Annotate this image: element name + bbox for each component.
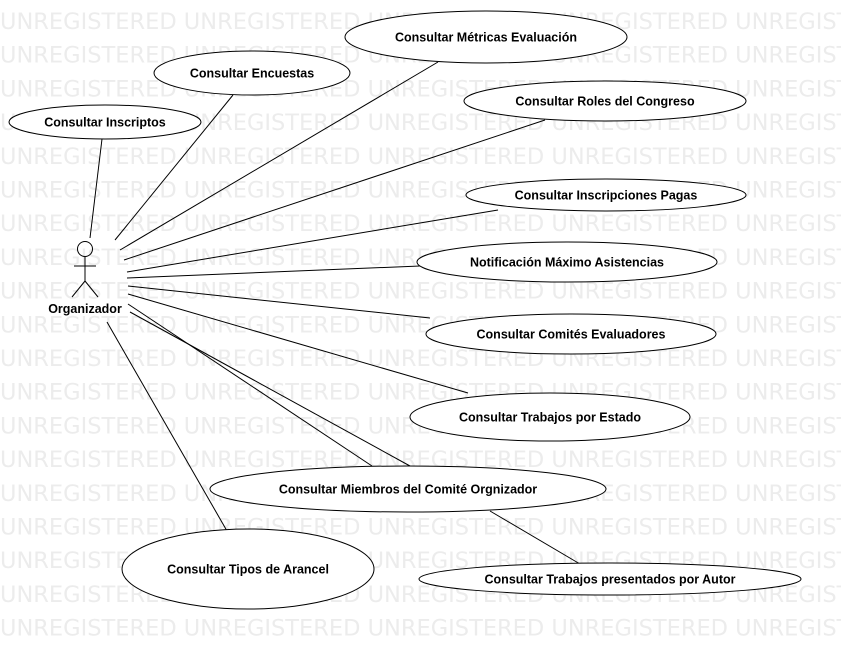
use-case-roles-congreso[interactable]: Consultar Roles del Congreso [463,80,747,122]
use-case-ellipse [153,50,351,96]
watermark-row: UNREGISTERED UNREGISTERED UNREGISTERED U… [0,515,841,541]
use-case-trabajos-presentados-autor[interactable]: Consultar Trabajos presentados por Autor [418,562,802,596]
use-case-ellipse [209,465,607,513]
use-case-label: Consultar Miembros del Comité Orgnizador [279,483,537,497]
watermark-row: UNREGISTERED UNREGISTERED UNREGISTERED U… [0,616,841,642]
use-case-inscriptos[interactable]: Consultar Inscriptos [8,104,202,140]
association-inscriptos [89,138,103,239]
association-arancel [106,321,228,532]
use-case-label: Consultar Encuestas [190,67,314,81]
use-case-label: Consultar Comités Evaluadores [477,328,666,342]
actor-left-leg [71,280,86,298]
actor-label: Organizador [48,302,122,316]
actor-organizador[interactable]: Organizador [48,241,122,317]
use-case-label: Consultar Trabajos por Estado [459,411,641,425]
use-case-label: Consultar Inscriptos [44,116,166,130]
use-case-label: Notificación Máximo Asistencias [470,256,664,270]
use-case-ellipse [416,241,718,283]
association-miembros-b [129,311,411,467]
use-case-ellipse [425,313,717,355]
association-trabajos-autor [489,510,581,565]
association-trabajos-estado [127,293,469,394]
use-case-trabajos-por-estado[interactable]: Consultar Trabajos por Estado [409,392,691,442]
use-case-tipos-de-arancel[interactable]: Consultar Tipos de Arancel [121,528,375,610]
use-case-notificacion-maximo-asistencias[interactable]: Notificación Máximo Asistencias [416,241,718,283]
use-case-miembros-comite-organizador[interactable]: Consultar Miembros del Comité Orgnizador [209,465,607,513]
association-metricas [119,61,439,251]
actor-right-leg [84,280,99,298]
association-notificacion [126,265,421,279]
watermark-row: UNREGISTERED UNREGISTERED UNREGISTERED U… [0,346,841,372]
use-case-label: Consultar Inscripciones Pagas [515,189,698,203]
use-case-ellipse [463,80,747,122]
use-case-label: Consultar Tipos de Arancel [167,563,329,577]
associations [89,61,581,565]
use-case-ellipse [465,178,747,212]
use-case-encuestas[interactable]: Consultar Encuestas [153,50,351,96]
use-case-metricas-evaluacion[interactable]: Consultar Métricas Evaluación [344,10,628,64]
watermark-row: UNREGISTERED UNREGISTERED UNREGISTERED U… [0,279,841,305]
use-case-ellipse [344,10,628,64]
use-case-ellipse [409,392,691,442]
association-inscripciones-pagas [126,209,499,273]
watermark-row: UNREGISTERED UNREGISTERED UNREGISTERED U… [0,380,841,406]
watermark-row: UNREGISTERED UNREGISTERED UNREGISTERED U… [0,144,841,170]
association-encuestas [114,94,234,241]
association-comites [127,285,431,319]
watermark-row: UNREGISTERED UNREGISTERED UNREGISTERED U… [0,211,841,237]
use-case-label: Consultar Métricas Evaluación [395,31,577,45]
association-miembros-a [127,303,373,467]
use-case-inscripciones-pagas[interactable]: Consultar Inscripciones Pagas [465,178,747,212]
use-case-label: Consultar Trabajos presentados por Autor [485,573,736,587]
use-case-ellipse [121,528,375,610]
use-case-ellipse [8,104,202,140]
association-roles [123,119,546,261]
use-case-comites-evaluadores[interactable]: Consultar Comités Evaluadores [425,313,717,355]
use-case-label: Consultar Roles del Congreso [515,95,695,109]
use-case-ellipse [418,562,802,596]
